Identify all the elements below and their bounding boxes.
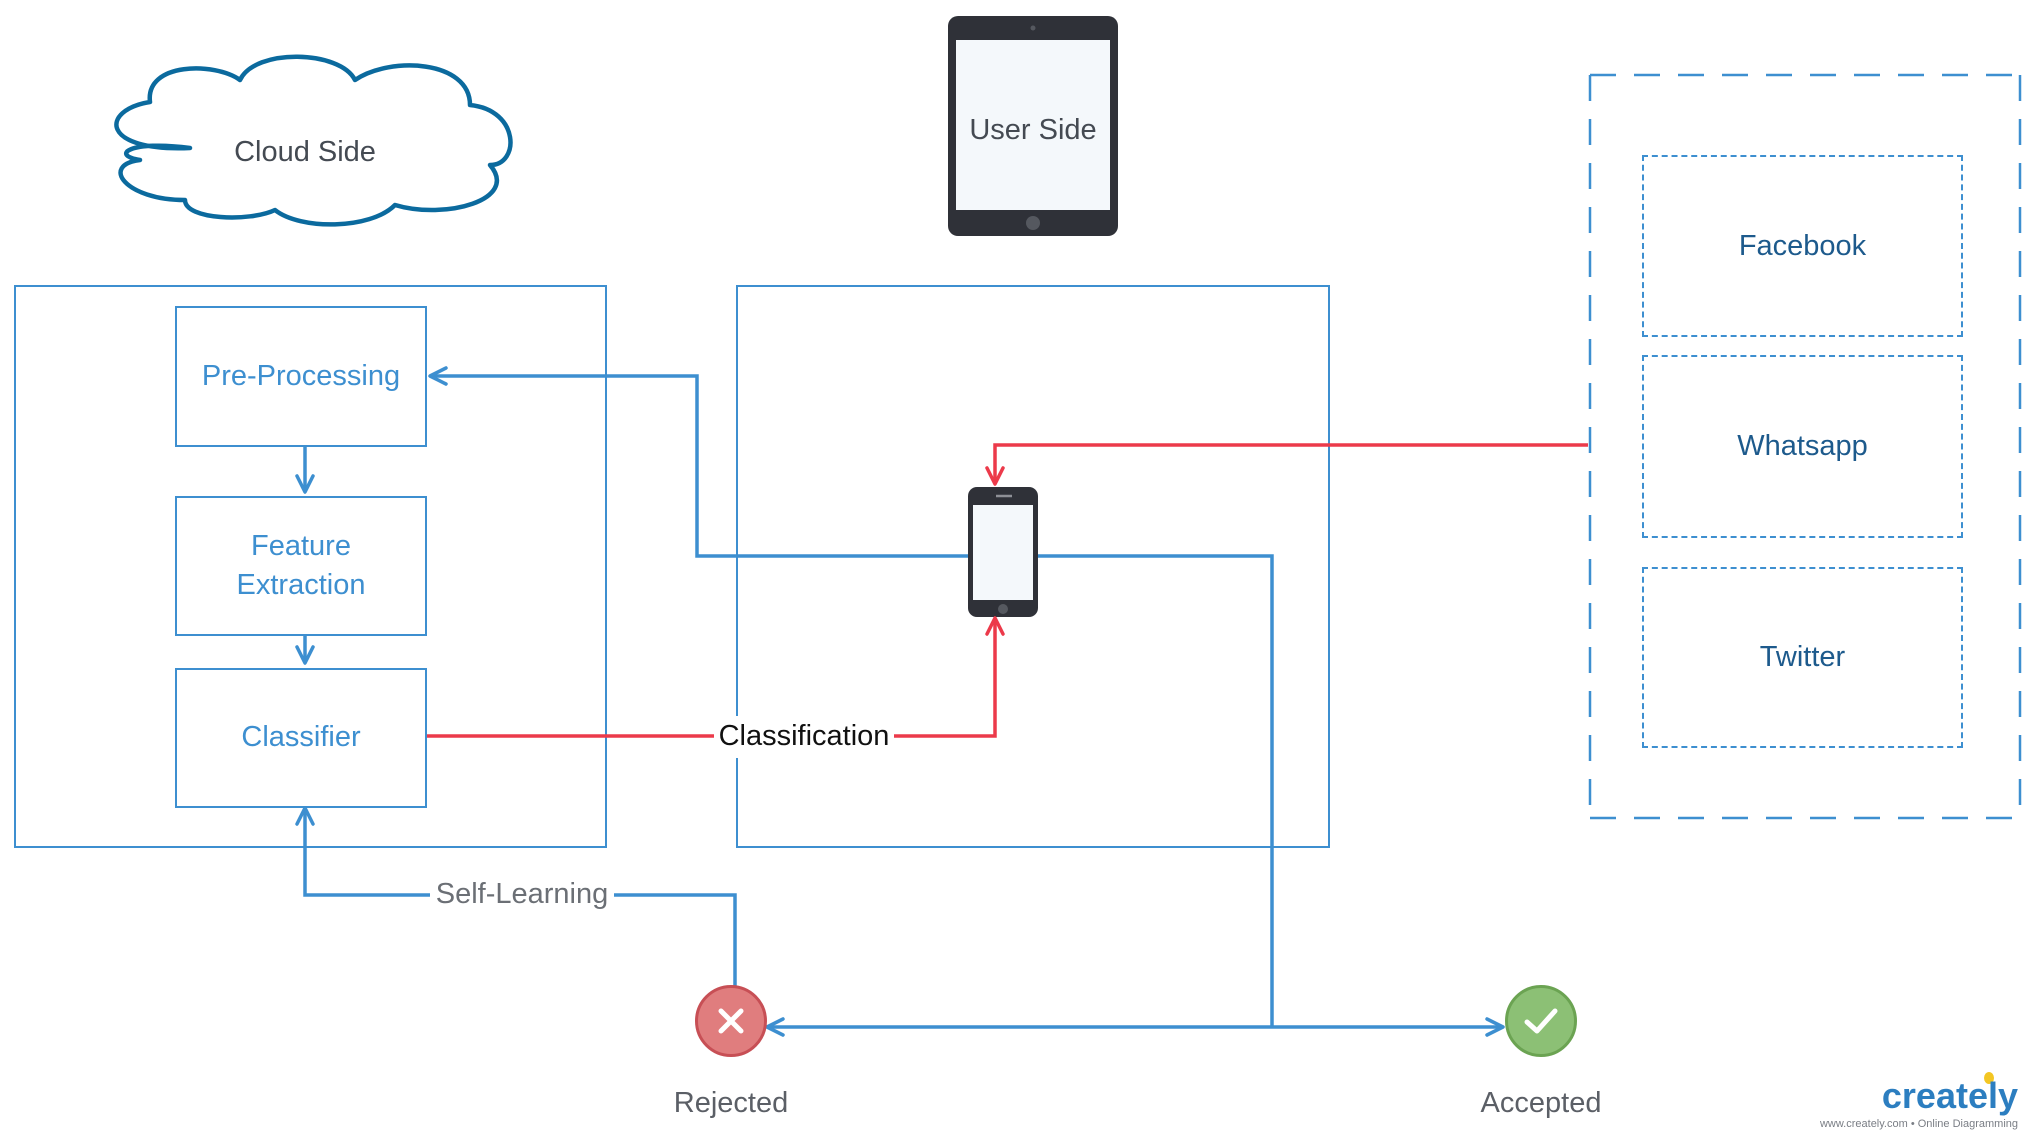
tablet-icon [948, 16, 1118, 236]
rejected-label: Rejected [673, 1087, 789, 1120]
whatsapp-node[interactable]: Whatsapp [1642, 355, 1963, 538]
creately-watermark: creately www.creately.com • Online Diagr… [1800, 1068, 2022, 1134]
classification-edge-label: Classification [714, 716, 894, 758]
feature-extraction-node[interactable]: Feature Extraction [175, 496, 427, 636]
connector-device-to-outcomes [1038, 554, 1274, 1027]
cloud-container [14, 285, 607, 848]
creately-tagline: www.creately.com • Online Diagramming [1819, 1118, 2018, 1130]
arrow-social-to-device [985, 443, 1588, 486]
arrow-device-to-preprocessing [428, 366, 968, 558]
classifier-node[interactable]: Classifier [175, 668, 427, 808]
twitter-node[interactable]: Twitter [1642, 567, 1963, 748]
creately-logo-text: creately [1881, 1075, 2018, 1116]
smartphone-icon [968, 487, 1038, 617]
lightbulb-icon [1984, 1072, 1994, 1084]
cloud-side-label: Cloud Side [234, 136, 376, 169]
check-icon [1524, 1008, 1558, 1034]
accepted-indicator [1505, 985, 1577, 1057]
self-learning-edge-label: Self-Learning [430, 874, 614, 916]
user-side-label: User Side [969, 114, 1097, 147]
user-container [736, 285, 1330, 848]
pre-processing-node[interactable]: Pre-Processing [175, 306, 427, 447]
social-media-frame [1588, 73, 2022, 820]
cloud-shape [114, 54, 513, 227]
rejected-indicator [695, 985, 767, 1057]
accepted-label: Accepted [1480, 1087, 1602, 1120]
arrow-classification [427, 616, 1005, 738]
facebook-node[interactable]: Facebook [1642, 155, 1963, 337]
close-icon [718, 1008, 744, 1034]
